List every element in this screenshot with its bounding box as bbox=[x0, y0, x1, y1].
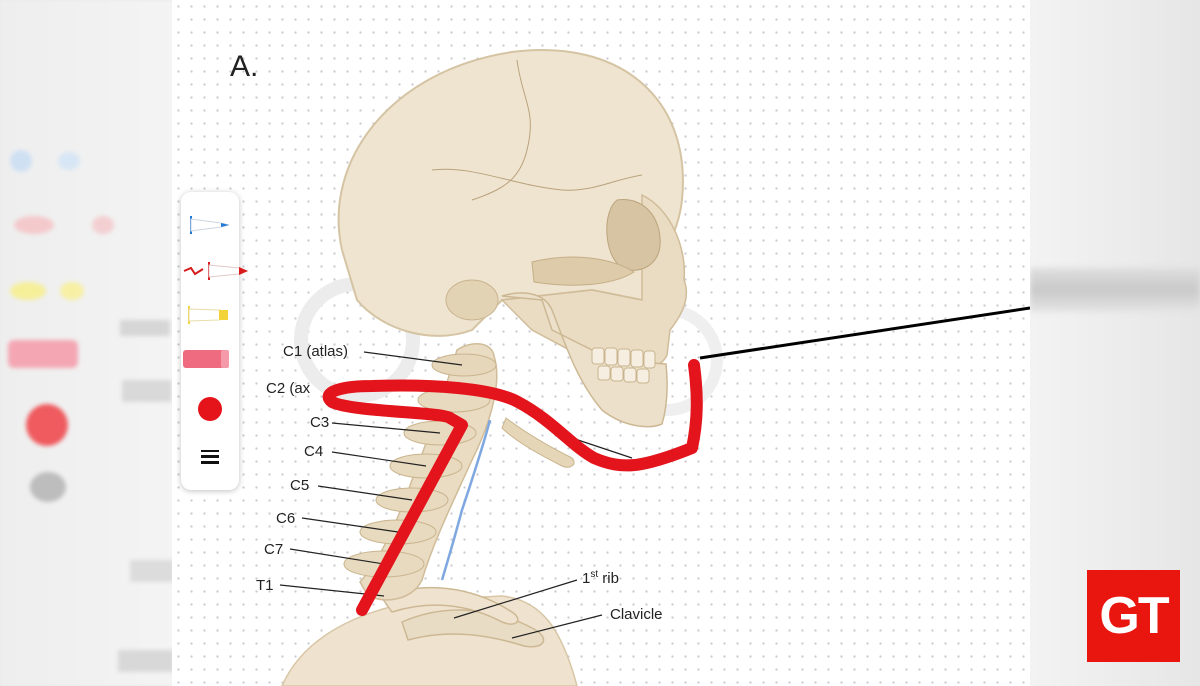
tool-palette bbox=[181, 192, 249, 490]
highlighter-yellow-tool[interactable] bbox=[181, 300, 239, 330]
stroke-width-icon bbox=[201, 450, 219, 464]
vertebra-c1 bbox=[431, 353, 497, 377]
color-picker-tool[interactable] bbox=[181, 396, 239, 422]
cranium bbox=[337, 49, 684, 337]
label-t1: T1 bbox=[256, 577, 274, 594]
blurred-pointer-band bbox=[1030, 268, 1200, 312]
figure-label: A. bbox=[230, 50, 259, 83]
label-c2: C2 (ax bbox=[266, 380, 311, 397]
label-c4: C4 bbox=[304, 443, 323, 460]
ghost-text bbox=[120, 320, 170, 336]
label-c7: C7 bbox=[264, 541, 283, 558]
label-c6: C6 bbox=[276, 510, 295, 527]
label-first-rib-sup: st bbox=[590, 569, 598, 580]
ghost-text bbox=[118, 650, 174, 672]
stroke-width-tool[interactable] bbox=[181, 446, 239, 466]
zygomatic-arch bbox=[531, 256, 635, 286]
orbit bbox=[606, 199, 661, 271]
cranial-suture bbox=[431, 168, 643, 191]
ghost-blue-icon bbox=[10, 150, 32, 172]
highlighter-icon bbox=[188, 306, 228, 324]
first-rib-bone bbox=[380, 586, 519, 625]
drawing-canvas[interactable]: C1 (atlas) C2 (ax C3 C4 C5 C6 C7 T1 1st … bbox=[172, 0, 1030, 686]
teeth bbox=[591, 347, 656, 384]
pen-blue-tool[interactable] bbox=[181, 210, 239, 240]
ghost-gray-dot bbox=[30, 472, 66, 502]
anatomy-illustration: C1 (atlas) C2 (ax C3 C4 C5 C6 C7 T1 1st … bbox=[256, 49, 1030, 686]
label-clavicle: Clavicle bbox=[610, 606, 663, 623]
ghost-text bbox=[122, 380, 172, 402]
leader-lines bbox=[279, 351, 633, 639]
pen-blue-icon bbox=[190, 216, 230, 234]
label-first-rib-suffix: rib bbox=[598, 570, 619, 587]
eraser-icon bbox=[183, 350, 229, 368]
label-first-rib-prefix: 1 bbox=[582, 570, 590, 587]
ghost-color-dot bbox=[26, 404, 68, 446]
red-color-dot-icon bbox=[198, 397, 222, 421]
pointer-line[interactable] bbox=[699, 306, 1030, 360]
label-c3: C3 bbox=[310, 414, 329, 431]
gt-logo-badge: GT bbox=[1087, 570, 1180, 662]
blurred-background-left bbox=[0, 0, 180, 686]
hyoid-bone bbox=[501, 417, 575, 468]
eraser-tool[interactable] bbox=[181, 348, 239, 370]
label-first-rib: 1st rib bbox=[582, 569, 619, 587]
vertebral-artery bbox=[440, 419, 492, 581]
pen-red-icon bbox=[183, 262, 249, 280]
ghost-red-icon bbox=[92, 216, 114, 234]
mandible bbox=[501, 292, 668, 428]
ghost-yellow-icon bbox=[60, 282, 84, 300]
cranial-suture bbox=[471, 59, 531, 201]
ghost-blue-icon bbox=[58, 152, 80, 170]
ghost-eraser bbox=[8, 340, 78, 368]
ghost-text bbox=[130, 560, 174, 582]
label-c1: C1 (atlas) bbox=[283, 343, 348, 360]
ghost-red-icon bbox=[14, 216, 54, 234]
red-annotation-stroke[interactable] bbox=[322, 359, 703, 616]
label-c5: C5 bbox=[290, 477, 309, 494]
ghost-yellow-icon bbox=[10, 282, 46, 300]
pen-red-tool[interactable] bbox=[181, 256, 249, 286]
mastoid-process bbox=[445, 279, 499, 321]
